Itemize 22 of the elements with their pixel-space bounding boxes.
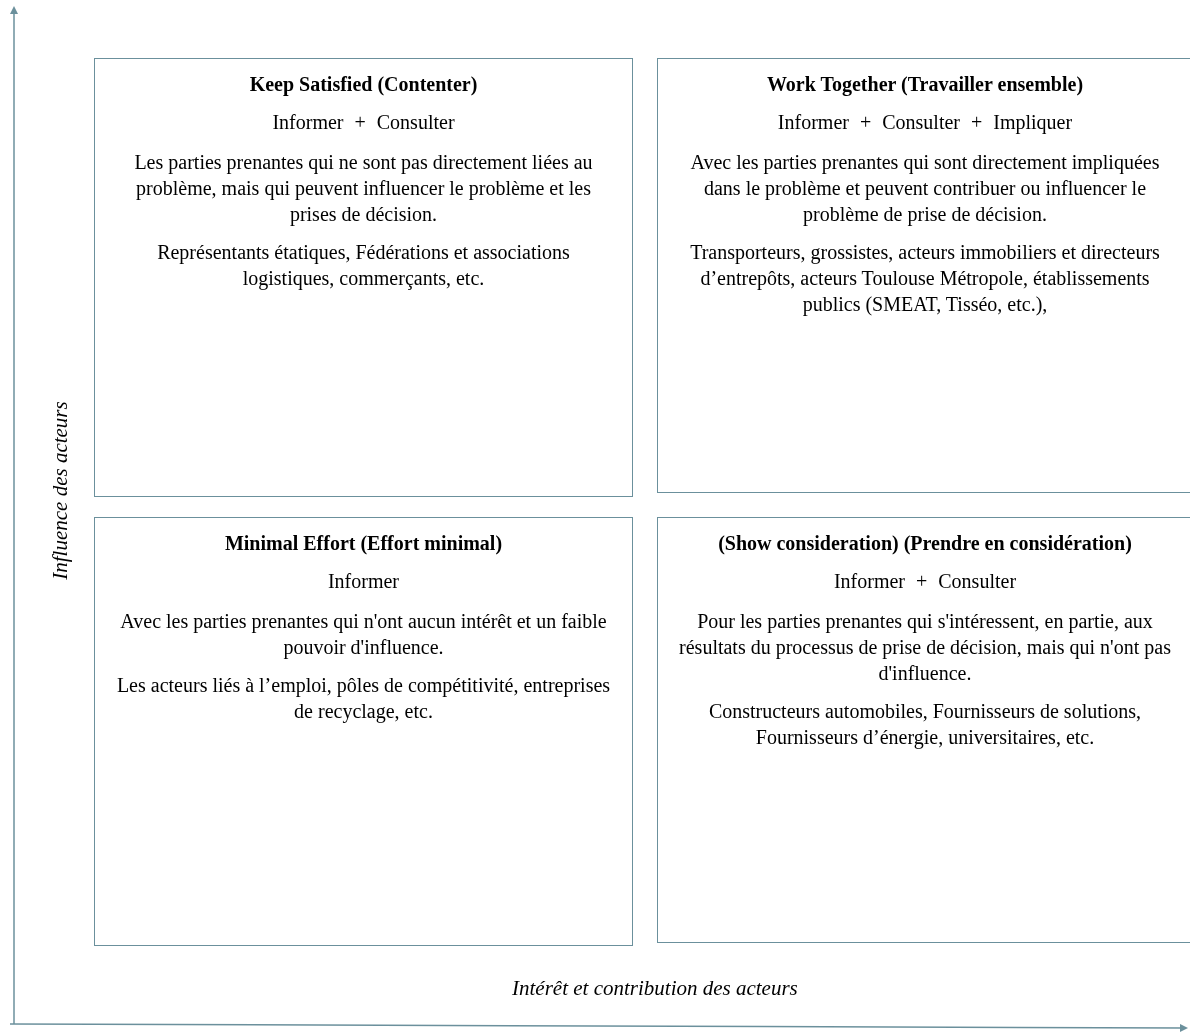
action-list: Informer + Consulter bbox=[113, 109, 614, 135]
quadrant-heading: (Show consideration) (Prendre en considération) bbox=[717, 531, 1133, 556]
examples-text: Représentants étatiques, Fédérations et associations logistiques, commerçants, etc. bbox=[156, 240, 571, 291]
description-text: Avec les parties prenantes qui n'ont aucun intérêt et un faible pouvoir d'influence. bbox=[119, 609, 608, 660]
quadrant-heading: Keep Satisfied (Contenter) bbox=[248, 72, 479, 97]
quadrant-box bbox=[94, 58, 633, 497]
quadrant-box bbox=[657, 517, 1190, 943]
axis-label: Intérêt et contribution des acteurs bbox=[512, 975, 798, 1001]
quadrant-heading: Work Together (Travailler ensemble) bbox=[765, 72, 1085, 97]
quadrant-box bbox=[657, 58, 1190, 493]
description-text: Pour les parties prenantes qui s'intéressent, en partie, aux résultats du processus de prise de décision, mais qui n'ont pas d'influence. bbox=[678, 609, 1172, 686]
examples-text: Les acteurs liés à l’emploi, pôles de compétitivité, entreprises de recyclage, etc. bbox=[115, 673, 612, 724]
axis-label: Influence des acteurs bbox=[47, 400, 73, 580]
examples-text: Constructeurs automobiles, Fournisseurs de solutions, Fournisseurs d’énergie, universitaires, etc. bbox=[707, 699, 1143, 750]
action-list: Informer bbox=[113, 568, 614, 594]
description-text: Avec les parties prenantes qui sont directement impliquées dans le problème et peuvent contribuer ou influencer le problème de prise de décision. bbox=[689, 150, 1161, 227]
action-list: Informer + Consulter + Impliquer bbox=[676, 109, 1174, 135]
quadrant-box bbox=[94, 517, 633, 946]
action-list: Informer + Consulter bbox=[676, 568, 1174, 594]
quadrant-heading: Minimal Effort (Effort minimal) bbox=[223, 531, 504, 556]
description-text: Les parties prenantes qui ne sont pas directement liées au problème, mais qui peuvent influencer le problème et les prises de décision. bbox=[133, 150, 594, 227]
examples-text: Transporteurs, grossistes, acteurs immobiliers et directeurs d’entrepôts, acteurs Toulouse Métropole, établissements publics (SMEAT, Tisséo, etc.), bbox=[689, 240, 1161, 317]
